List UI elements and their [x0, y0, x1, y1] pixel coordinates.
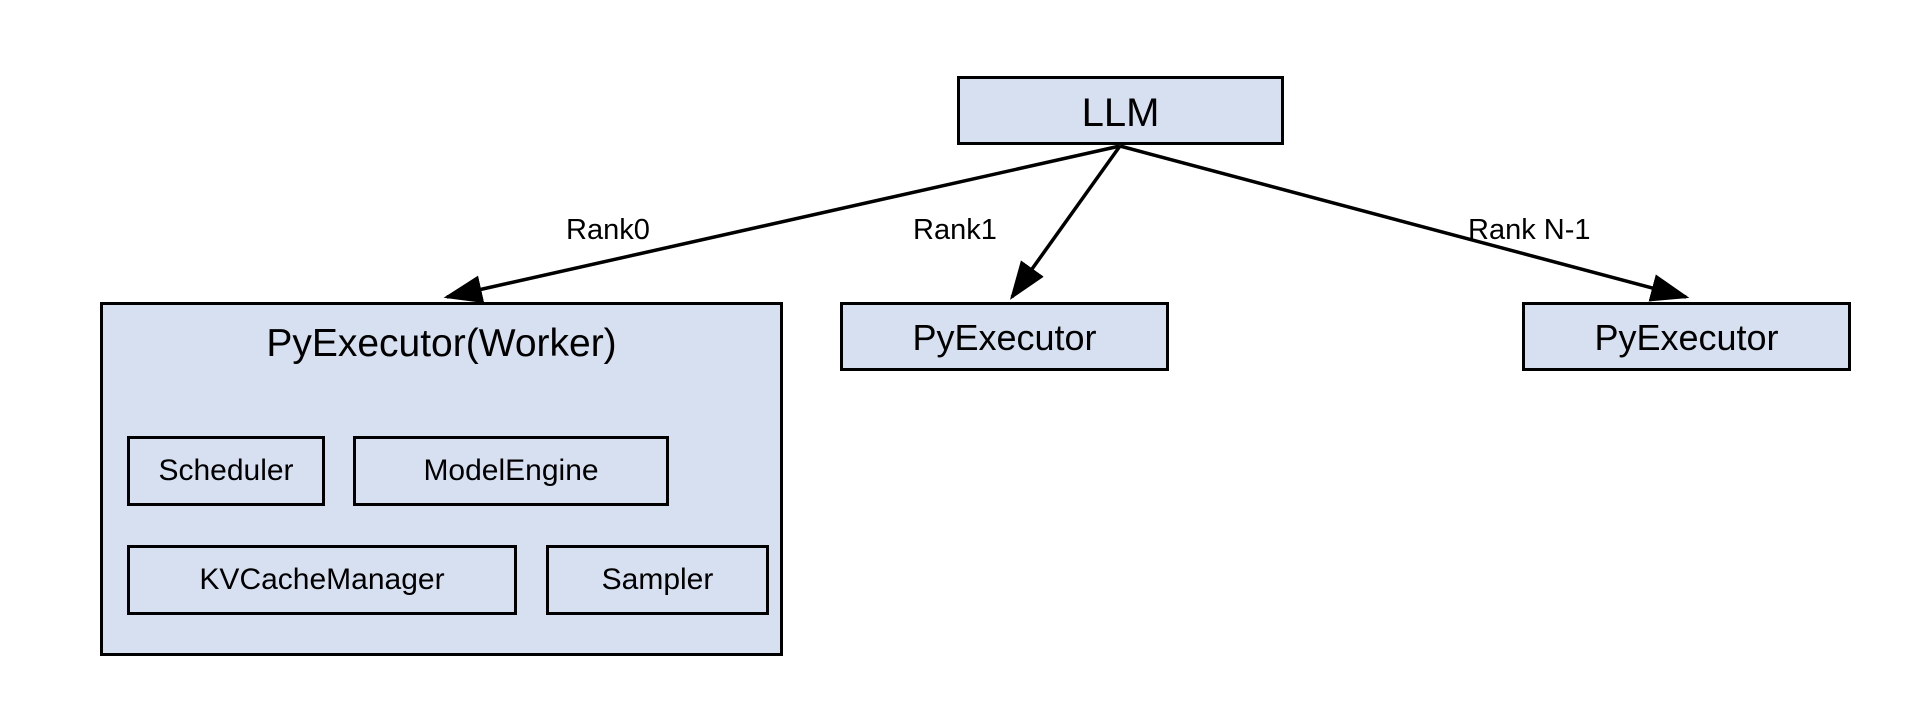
edge-label-rank1: Rank1	[913, 214, 997, 246]
node-pyexecutor-rank1[interactable]: PyExecutor	[840, 302, 1169, 371]
node-kv-cache-manager[interactable]: KVCacheManager	[127, 545, 517, 615]
node-kv-cache-manager-label: KVCacheManager	[199, 563, 445, 596]
node-model-engine[interactable]: ModelEngine	[353, 436, 669, 506]
edge-label-rank-n-1: Rank N-1	[1468, 214, 1591, 246]
edge-rank0-line	[443, 144, 1121, 303]
node-pyexecutor-worker-title: PyExecutor(Worker)	[266, 322, 617, 365]
node-pyexecutor-rank-n-1-label: PyExecutor	[1594, 317, 1779, 358]
node-pyexecutor-worker[interactable]: PyExecutor(Worker) Scheduler ModelEngine…	[100, 302, 783, 656]
node-sampler-label: Sampler	[601, 563, 714, 596]
node-scheduler-label: Scheduler	[158, 454, 294, 487]
node-sampler[interactable]: Sampler	[546, 545, 769, 615]
node-model-engine-label: ModelEngine	[423, 454, 599, 487]
node-pyexecutor-rank-n-1[interactable]: PyExecutor	[1522, 302, 1851, 371]
node-llm[interactable]: LLM	[957, 76, 1284, 145]
edge-rank1-line	[1009, 144, 1122, 300]
node-llm-label: LLM	[1081, 91, 1160, 135]
node-scheduler[interactable]: Scheduler	[127, 436, 325, 506]
edge-rank-n-1-line	[1119, 144, 1690, 302]
node-pyexecutor-rank1-label: PyExecutor	[912, 317, 1097, 358]
edge-label-rank0: Rank0	[566, 214, 650, 246]
